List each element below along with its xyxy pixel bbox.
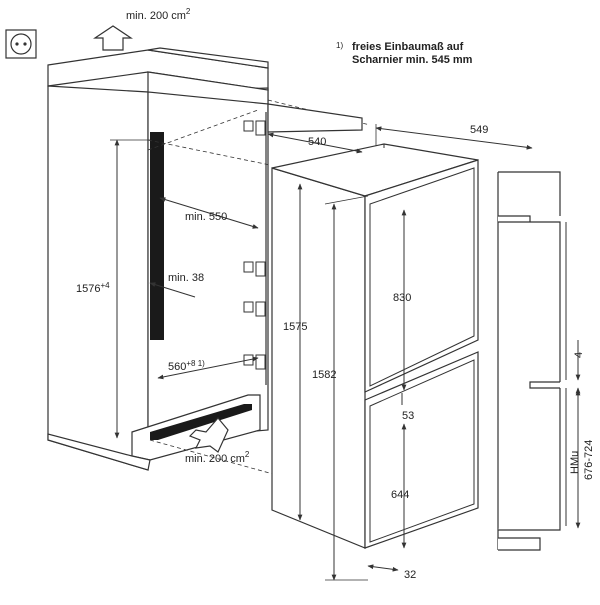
height-32-label: 32	[404, 569, 416, 581]
niche-height-label: 1576+4	[76, 281, 110, 295]
height-53-label: 53	[402, 410, 414, 422]
bottom-vent-label: min. 200 cm2	[185, 450, 250, 465]
bottom-vent-arrow-icon	[188, 417, 229, 453]
hmu-label: HMu	[569, 451, 581, 474]
top-vent-arrow-icon	[93, 25, 133, 51]
appliance-top-bracket	[267, 103, 363, 133]
side-4-label: 4	[573, 352, 585, 358]
top-vent-label: min. 200 cm2	[126, 7, 191, 22]
height-644-label: 644	[391, 489, 409, 501]
height-830-label: 830	[393, 292, 411, 304]
power-socket-icon	[5, 29, 37, 59]
min-550-label: min. 550	[185, 211, 227, 223]
width-560-label: 560+8 1)	[168, 359, 205, 373]
niche-side-strip	[150, 132, 164, 340]
depth-540-label: 540	[308, 136, 326, 148]
bottom-vent-slot	[150, 404, 252, 440]
note-line-2: Scharnier min. 545 mm	[352, 54, 473, 66]
side-section-view	[497, 171, 567, 551]
height-1582-label: 1582	[312, 369, 336, 381]
min-38-label: min. 38	[168, 272, 204, 284]
note-line-1: freies Einbaumaß auf	[352, 41, 464, 53]
note-marker: 1)	[336, 41, 343, 50]
height-1575-label: 1575	[283, 321, 307, 333]
appliance-body	[271, 143, 479, 549]
hmu-range-label: 676-724	[583, 440, 595, 480]
depth-549-label: 549	[470, 124, 488, 136]
